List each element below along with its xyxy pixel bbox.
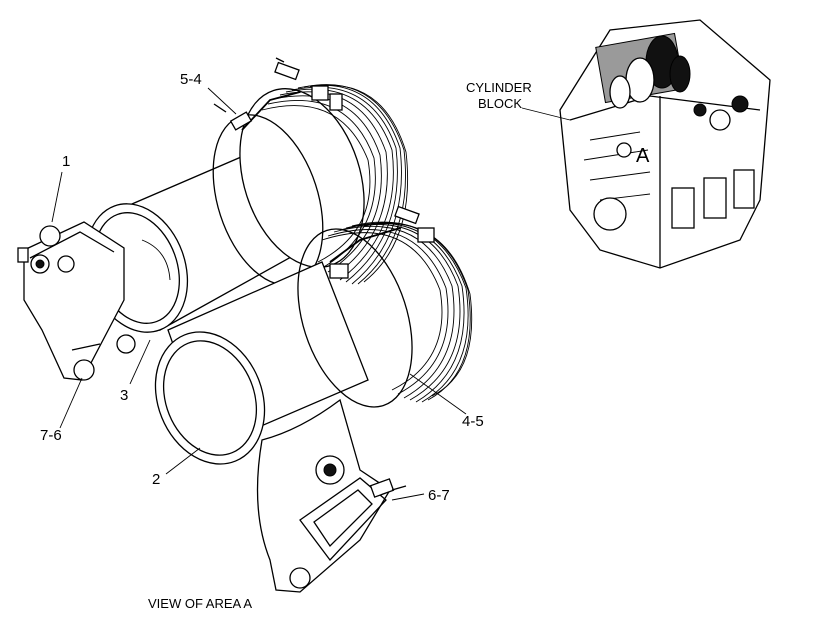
callout-2: 2 bbox=[152, 471, 160, 488]
callout-4-5: 4-5 bbox=[462, 413, 484, 430]
callout-7-6: 7-6 bbox=[40, 427, 62, 444]
lower-cylinder-liner bbox=[154, 205, 473, 465]
view-caption: VIEW OF AREA A bbox=[148, 596, 252, 611]
cylinder-block-inset bbox=[559, 19, 771, 269]
left-bracket bbox=[17, 221, 136, 381]
cylinder-block-label-line1: CYLINDER bbox=[466, 80, 532, 95]
cylinder-block-label-line2: BLOCK bbox=[478, 96, 522, 111]
lower-bracket bbox=[256, 398, 407, 593]
callout-5-4: 5-4 bbox=[180, 71, 202, 88]
callout-6-7: 6-7 bbox=[428, 487, 450, 504]
upper-cylinder-liner bbox=[85, 57, 409, 333]
leader-lines bbox=[51, 87, 571, 501]
callout-1: 1 bbox=[62, 153, 70, 170]
area-a-marker: A bbox=[636, 145, 650, 167]
callout-3: 3 bbox=[120, 387, 128, 404]
